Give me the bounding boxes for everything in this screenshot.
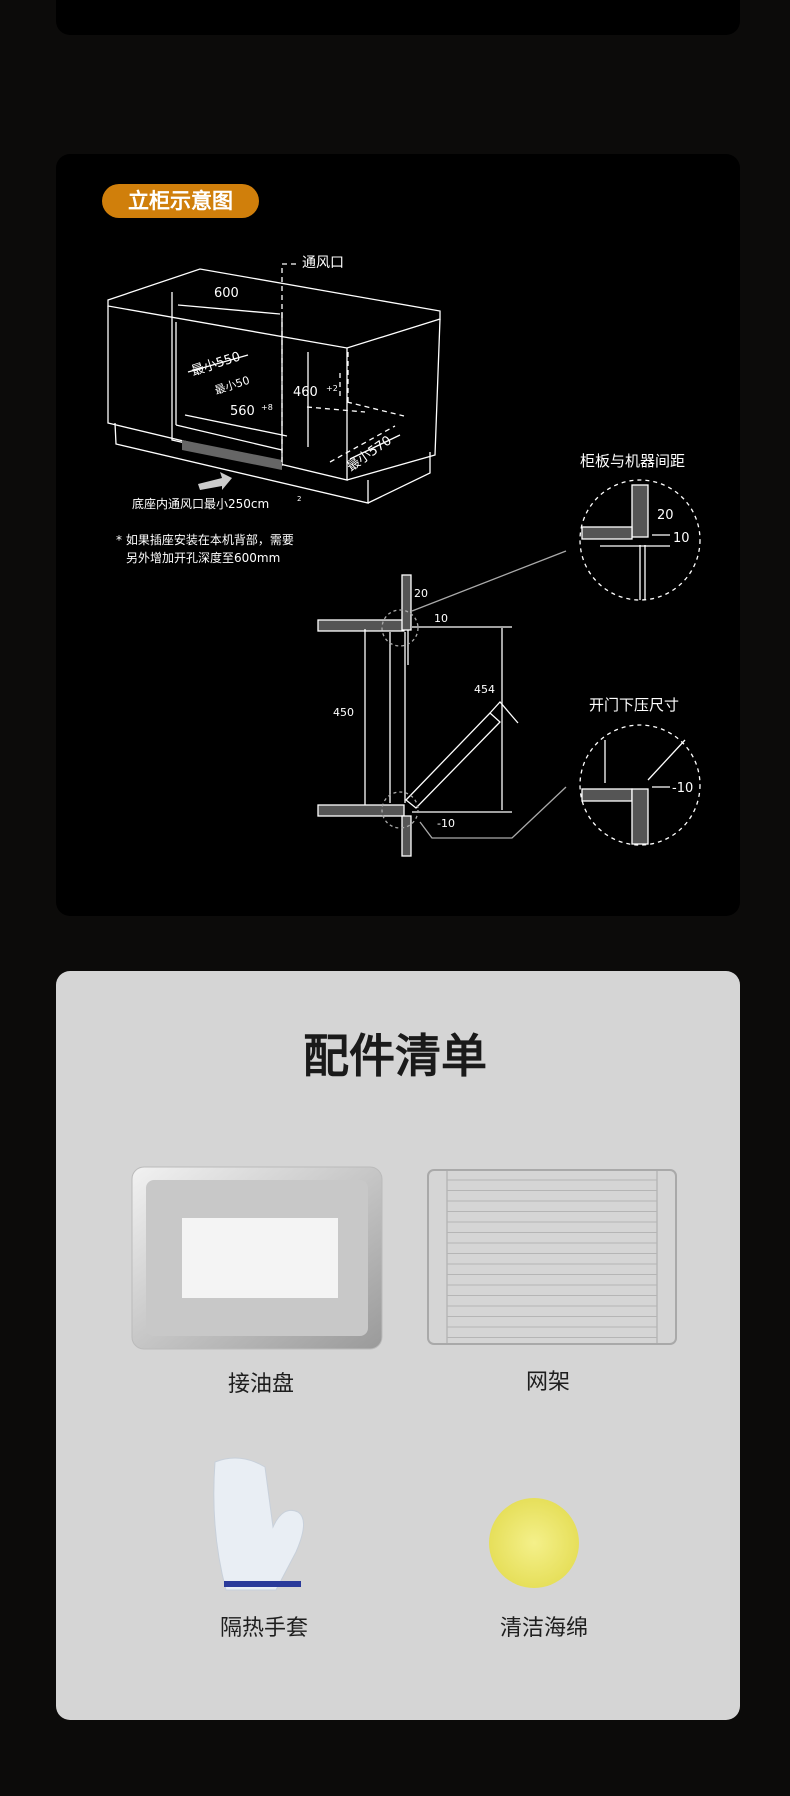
cabinet-drawing [107, 263, 441, 504]
dim-width-560: 560 [230, 404, 255, 419]
side-dim-20: 20 [414, 587, 428, 600]
base-vent-note: 底座内通风口最小250cm [132, 497, 270, 511]
side-dim-10: 10 [434, 612, 448, 625]
side-dim-450: 450 [333, 706, 354, 719]
detail-circle-spacing [579, 479, 701, 601]
detail-spacing-10: 10 [673, 531, 690, 546]
detail-circle-door [579, 724, 701, 846]
dim-width-600: 600 [214, 286, 239, 301]
accessory-label-drip-tray: 接油盘 [227, 1372, 294, 1397]
base-vent-superscript: 2 [297, 495, 302, 503]
accessory-label-sponge: 清洁海绵 [499, 1616, 588, 1641]
oven-glove-image [213, 1457, 304, 1591]
drip-tray-image [131, 1166, 383, 1350]
vent-label: 通风口 [302, 255, 344, 271]
side-section-drawing [317, 550, 567, 857]
previous-section-card [56, 0, 740, 35]
detail-spacing-20: 20 [657, 508, 674, 523]
socket-note-line1: * 如果插座安装在本机背部，需要 [116, 533, 294, 547]
accessory-label-wire-rack: 网架 [525, 1370, 570, 1395]
socket-note-line2: 另外增加开孔深度至600mm [126, 551, 281, 565]
detail-door-title: 开门下压尺寸 [589, 696, 680, 714]
detail-spacing-title: 柜板与机器间距 [580, 452, 686, 470]
side-dim-454: 454 [474, 683, 495, 696]
accessory-label-oven-glove: 隔热手套 [219, 1616, 308, 1641]
dim-560-tolerance: +8 [261, 403, 273, 412]
dim-460-tolerance: +2 [326, 384, 338, 393]
dim-height-460: 460 [293, 385, 318, 400]
section-badge: 立柜示意图 [102, 184, 259, 218]
sponge-image [489, 1498, 579, 1588]
detail-door-minus10: -10 [672, 781, 694, 796]
wire-rack-image [427, 1169, 677, 1345]
accessories-title: 配件清单 [303, 1029, 487, 1083]
side-dim-minus10: -10 [437, 817, 455, 830]
